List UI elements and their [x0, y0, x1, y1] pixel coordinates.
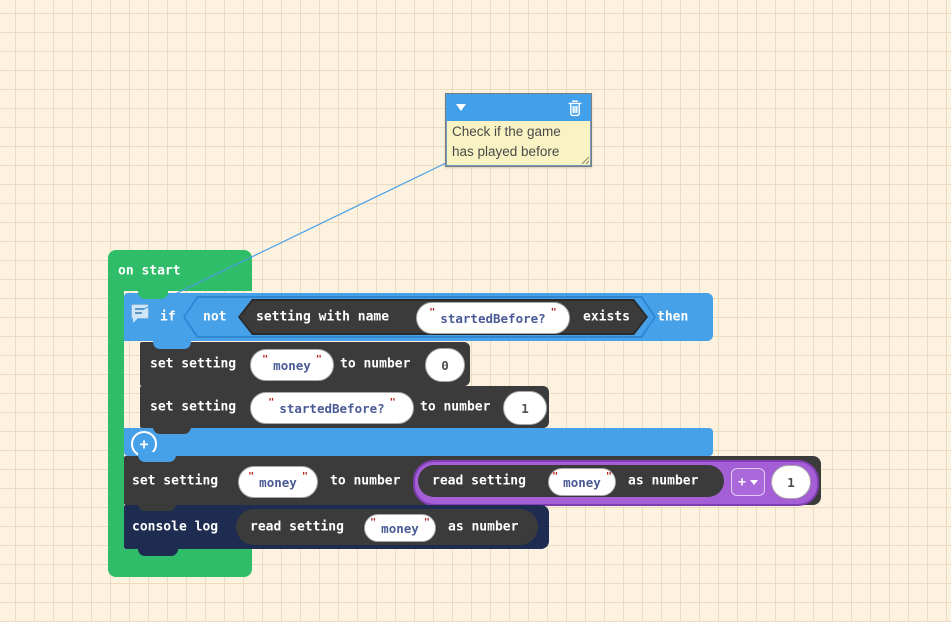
setting-name-value: money	[563, 474, 601, 490]
chevron-down-icon	[749, 479, 758, 485]
console-log-label: console log	[132, 519, 219, 535]
setting-name-value: money	[381, 520, 419, 536]
setting-name-field[interactable]: " money "	[238, 466, 318, 498]
row-connector-tab	[138, 545, 178, 556]
if-bottom-connector-tab	[138, 452, 176, 462]
to-number-label: to number	[340, 356, 411, 372]
setting-name-value: startedBefore?	[440, 310, 546, 326]
setting-name-field[interactable]: " money "	[250, 349, 334, 381]
read-setting-block[interactable]: read setting " money " as number	[236, 509, 538, 545]
number-value: 0	[441, 357, 449, 373]
then-keyword: then	[657, 309, 689, 325]
open-quote: "	[429, 306, 436, 318]
exists-label: exists	[583, 309, 630, 325]
collapse-comment-icon[interactable]	[456, 104, 466, 111]
operator-dropdown[interactable]: +	[731, 468, 765, 496]
set-setting-money-0-block[interactable]: set setting " money " to number 0	[140, 342, 470, 386]
on-start-footer	[108, 549, 252, 577]
if-block-header[interactable]: if not setting with name " startedBefore…	[124, 293, 713, 341]
number-value-field[interactable]: 1	[503, 391, 547, 425]
open-quote: "	[268, 396, 275, 408]
close-quote: "	[550, 306, 557, 318]
workspace-comment[interactable]: Check if the game has played before	[445, 93, 592, 167]
comment-text-area[interactable]: Check if the game has played before	[446, 121, 591, 166]
close-quote: "	[389, 396, 396, 408]
close-quote: "	[423, 516, 430, 528]
on-start-spine	[108, 290, 124, 550]
open-quote: "	[552, 470, 559, 482]
not-keyword: not	[203, 309, 227, 325]
number-value-field[interactable]: 0	[425, 348, 465, 382]
open-quote: "	[248, 470, 255, 482]
setting-name-field[interactable]: " startedBefore? "	[250, 392, 414, 424]
to-number-label: to number	[330, 473, 401, 488]
math-plus-block[interactable]: read setting " money " as number + 1	[413, 460, 819, 506]
if-block-bottom-bar[interactable]: +	[124, 428, 713, 457]
set-setting-label: set setting	[150, 399, 237, 415]
increment-money-block[interactable]: set setting " money " to number read set…	[124, 456, 821, 506]
number-value-field[interactable]: 1	[771, 465, 811, 499]
setting-name-value: startedBefore?	[279, 400, 385, 416]
trash-icon[interactable]	[567, 99, 583, 117]
as-number-label: as number	[448, 519, 519, 535]
read-setting-block[interactable]: read setting " money " as number	[418, 465, 724, 497]
close-quote: "	[605, 470, 612, 482]
on-start-connector-tab	[138, 290, 168, 299]
comment-text: Check if the game has played before	[452, 124, 561, 159]
on-start-block[interactable]: on start	[108, 250, 252, 291]
to-number-label: to number	[420, 399, 491, 415]
comment-header	[446, 94, 591, 121]
setting-name-field[interactable]: " money "	[548, 468, 616, 496]
setting-name-value: money	[259, 474, 297, 490]
if-connector-tab-1	[153, 339, 191, 349]
setting-name-value: money	[273, 357, 311, 373]
read-setting-label: read setting	[250, 519, 344, 535]
if-keyword: if	[160, 309, 176, 325]
plus-glyph: +	[139, 434, 149, 453]
read-setting-label: read setting	[432, 473, 526, 489]
open-quote: "	[370, 516, 377, 528]
comment-marker-icon[interactable]	[131, 304, 149, 323]
setting-name-field[interactable]: " startedBefore? "	[416, 302, 570, 334]
setting-name-field[interactable]: " money "	[364, 514, 436, 542]
open-quote: "	[262, 353, 269, 365]
set-setting-startedbefore-block[interactable]: set setting " startedBefore? " to number…	[140, 386, 549, 428]
console-log-block[interactable]: console log read setting " money " as nu…	[124, 505, 549, 549]
row-connector-tab	[138, 501, 176, 511]
number-value: 1	[787, 474, 795, 490]
on-start-label: on start	[118, 263, 181, 278]
setting-with-name-label: setting with name	[256, 309, 390, 325]
row-connector-tab	[153, 424, 191, 434]
close-quote: "	[301, 470, 308, 482]
number-value: 1	[521, 400, 529, 416]
close-quote: "	[315, 353, 322, 365]
set-setting-label: set setting	[150, 356, 237, 372]
comment-resize-handle[interactable]	[580, 155, 589, 164]
set-setting-label: set setting	[132, 473, 219, 488]
operator-value: +	[738, 474, 746, 490]
as-number-label: as number	[628, 473, 699, 489]
